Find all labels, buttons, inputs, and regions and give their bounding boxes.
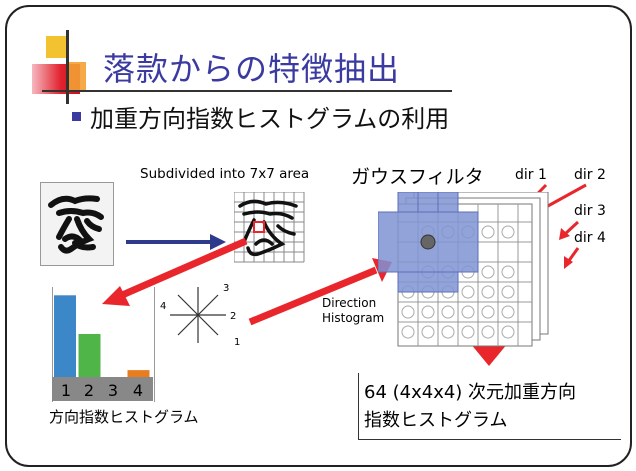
histogram-label: Histogram (322, 311, 385, 325)
dir-label-1: dir 1 (515, 167, 547, 183)
hist-tick-1: 1 (60, 381, 72, 400)
decor-square-yellow (46, 36, 68, 58)
result-text-line1: 64 (4x4x4) 次元加重方向 (364, 382, 577, 403)
hist-bar-4 (127, 370, 150, 377)
title-underline (42, 90, 452, 92)
slide-title: 落款からの特徴抽出 (103, 50, 401, 88)
star-label-2: 2 (230, 311, 236, 322)
hist-bar-1 (54, 295, 76, 377)
dir-label-3: dir 3 (574, 203, 606, 219)
gauss-filter-label: ガウスフィルタ (351, 166, 484, 188)
hist-tick-4: 4 (132, 381, 144, 400)
star-label-3: 3 (223, 283, 229, 294)
bullet-icon (72, 112, 81, 121)
direction-histogram-chart (54, 295, 150, 377)
hist-bar-2 (78, 334, 101, 377)
arrow-dir3-icon (559, 220, 580, 240)
dir-label-2: dir 2 (574, 167, 606, 183)
gauss-grid-stack (378, 192, 549, 347)
histogram-frame (52, 287, 155, 402)
result-text-line2: 指数ヒストグラム (364, 410, 508, 431)
result-box (358, 373, 621, 440)
direction-star-icon: 3 2 1 4 (160, 283, 240, 348)
direction-label: Direction (322, 296, 377, 310)
bullet-text: 加重方向指数ヒストグラムの利用 (90, 105, 450, 133)
star-label-1: 1 (234, 337, 240, 348)
subdivided-grid (234, 192, 305, 263)
histogram-caption: 方向指数ヒストグラム (49, 408, 199, 426)
decor-vertical-line (66, 30, 69, 104)
arrow-dir4-icon (564, 247, 580, 269)
arrow-to-histogram-icon (102, 237, 248, 306)
arrow-right-icon (126, 234, 226, 250)
hist-tick-3: 3 (107, 381, 119, 400)
input-seal-image (40, 182, 114, 266)
star-label-4: 4 (160, 301, 166, 312)
decor-square-orange (66, 62, 86, 90)
direction-histogram-label: Direction Histogram (322, 296, 384, 326)
hist-tick-2: 2 (83, 381, 95, 400)
dir-label-4: dir 4 (574, 230, 606, 246)
subdivided-caption: Subdivided into 7x7 area (140, 166, 310, 182)
histogram-axis (52, 377, 153, 401)
